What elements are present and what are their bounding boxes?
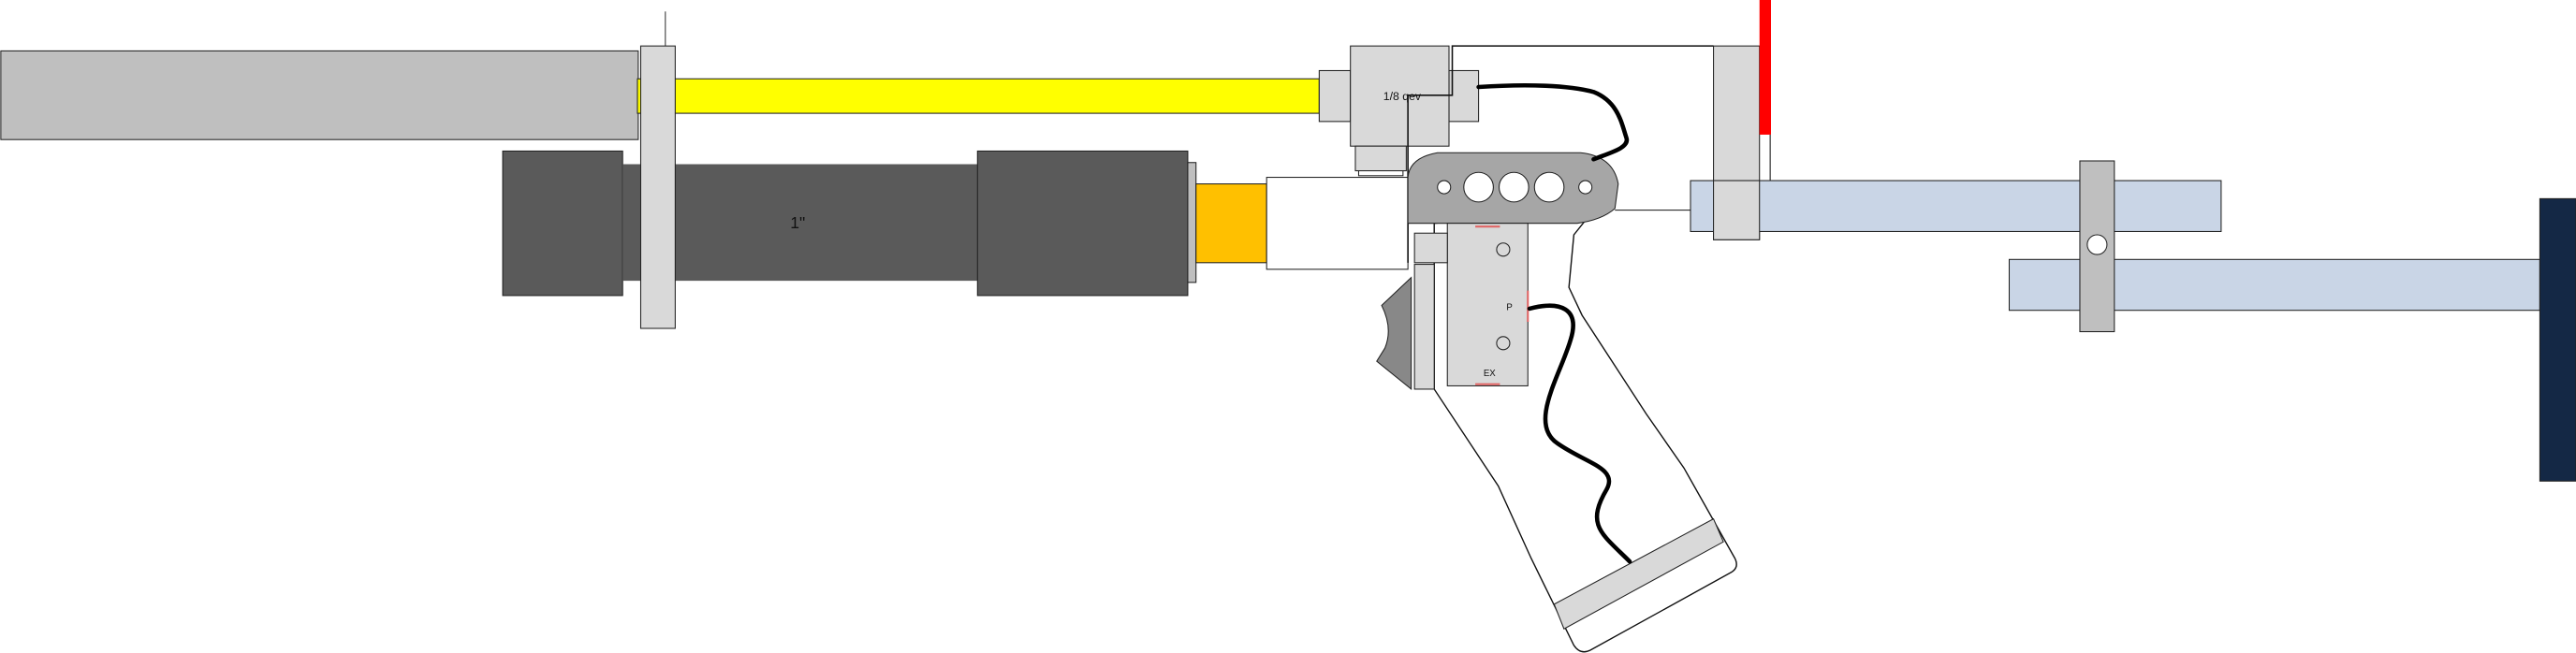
valve-port-right	[1448, 69, 1480, 123]
receiver-hole-1	[1437, 180, 1452, 195]
white-fitting	[1266, 177, 1409, 270]
trigger-valve-body	[1446, 223, 1529, 386]
receiver-hole-5	[1578, 180, 1593, 195]
barrel-shroud	[0, 50, 639, 140]
receiver-hole-4	[1533, 171, 1565, 203]
receiver-hole-3	[1499, 171, 1530, 203]
valve-port-left	[1318, 69, 1352, 123]
trigger-link-block	[1413, 232, 1448, 264]
port-p-label: P	[1506, 303, 1512, 313]
dark-chamber-left	[502, 150, 623, 297]
rear-mount-plate-front	[1713, 180, 1761, 240]
valve-label: 1/8 qev	[1383, 90, 1422, 103]
dark-chamber-right	[976, 150, 1189, 297]
dark-barrel-tube	[622, 164, 978, 282]
stock-clamp-hole	[2086, 234, 2108, 255]
valve-bottom-port	[1354, 145, 1407, 172]
valve-port-hole-top	[1496, 242, 1511, 257]
orange-coupler	[1195, 183, 1267, 264]
receiver-hole-2	[1463, 171, 1494, 203]
front-mount-plate	[639, 45, 676, 329]
red-bar	[1759, 0, 1771, 135]
butt-plate	[2539, 197, 2576, 482]
valve-bottom-bar	[1357, 170, 1404, 177]
qev-valve-body	[1350, 45, 1450, 147]
top-rail-line	[1407, 45, 1714, 263]
yellow-air-tube	[637, 78, 1320, 114]
stock-tube-upper	[1690, 180, 2222, 232]
trigger-guard-bar	[1413, 264, 1435, 390]
air-hose-top	[1476, 82, 1630, 162]
grip-plate	[1553, 517, 1724, 630]
valve-port-hole-bottom	[1496, 336, 1511, 351]
chamber-cap	[1187, 162, 1197, 283]
air-hose-grip	[1527, 303, 1632, 564]
barrel-size-label: 1"	[790, 213, 805, 232]
trigger	[1376, 276, 1412, 391]
port-ex-label: EX	[1484, 369, 1496, 379]
